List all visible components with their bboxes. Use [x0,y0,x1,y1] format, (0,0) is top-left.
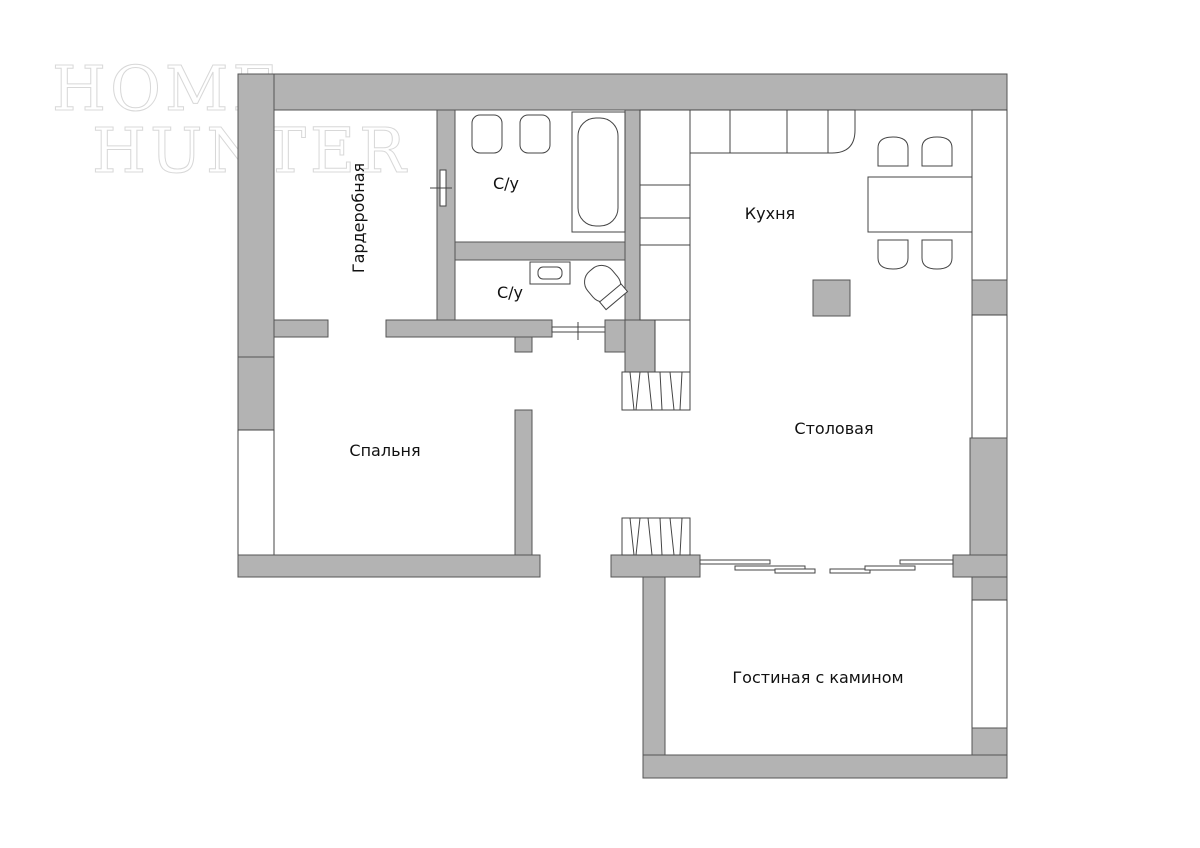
bidet-icon [519,114,551,154]
walls [237,73,1008,779]
room-label-bathroom-2: С/у [497,283,523,302]
bathroom-fixtures [471,111,629,311]
toilet-icon [584,264,629,311]
room-label-bedroom: Спальня [349,441,420,460]
window [971,599,1008,729]
toilet-icon [471,114,503,154]
room-label-dining: Столовая [794,419,873,438]
window [971,314,1008,439]
radiator [621,371,691,411]
room-label-living: Гостиная с камином [732,668,903,687]
room-label-kitchen: Кухня [745,204,795,223]
sliding-doors [699,559,954,574]
radiator [621,517,691,556]
room-label-bathroom-1: С/у [493,174,519,193]
window [237,429,275,556]
kitchen-counter [639,109,856,373]
dining-table [867,136,973,270]
room-label-wardrobe: Гардеробная [349,163,368,273]
column [812,279,851,317]
window [971,109,1008,281]
